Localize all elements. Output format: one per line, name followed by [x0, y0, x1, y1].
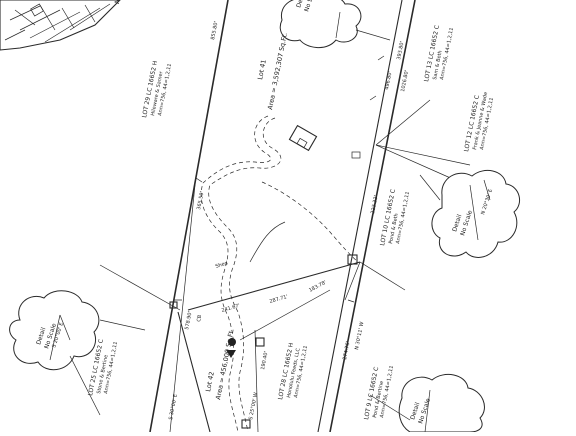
driveway-path: [200, 115, 359, 433]
corner-note: AP: [114, 0, 121, 4]
lot10-owner: Pond & Beth: [388, 213, 400, 245]
small-structure: [351, 151, 361, 159]
monument-box: [347, 254, 358, 265]
dist-855: 855.80': [210, 21, 219, 41]
detail-inner-lines: [49, 11, 491, 433]
bearing-lot42: S 25°00' W: [248, 392, 259, 421]
distance-labels: 855.80' 393.80' 496.80' 1026.80' 223.33'…: [51, 21, 494, 421]
detail-bubble-right: Detail No Scale: [431, 169, 521, 258]
lot-28-label: LOT 28 LC 16652 H Honolulu Feeds, LLC An…: [277, 342, 309, 400]
cb-label: CB: [196, 314, 203, 322]
location-marker: [226, 338, 236, 358]
bearing-n30: N 30°11' W: [354, 321, 365, 350]
detail-top-title: Detail: [295, 0, 307, 9]
detail-bubble-bottom: Detail No Scale: [398, 373, 485, 433]
dist-24167: 241.67': [221, 303, 241, 314]
lot41-name: Lot 41: [256, 59, 268, 81]
lot-29-label: LOT 29 LC 16652 H Hileware & Samer Ann=7…: [141, 60, 173, 118]
monument-box-4: [241, 419, 251, 429]
dist-393: 393.80': [396, 41, 405, 61]
dist-1026: 1026.80': [400, 70, 410, 93]
detail-bubble-left: Detail No Scale: [9, 290, 100, 371]
dist-57890: 578.90': [184, 311, 193, 331]
boundary-ticks: [174, 55, 385, 303]
lot41-area: Area = 3,592,307 Sq.Ft.: [266, 32, 289, 110]
lot-9-label: LOT 9 LC 16652 C Pond & Bertine Ann=756,…: [363, 365, 395, 420]
dist-28771: 287.71': [269, 294, 289, 305]
dist-36550: 365.50': [196, 191, 205, 211]
dist-27476: 274.76': [342, 341, 351, 361]
lot13-owner: Sam & Beth: [432, 50, 444, 80]
monument-box-2: [169, 301, 178, 309]
monument-box-3: [255, 337, 265, 347]
hatched-parcel: [0, 0, 121, 51]
lot-10-label: LOT 10 LC 16652 C Pond & Beth Ann=756, 4…: [379, 189, 411, 247]
dist-496: 496.80': [384, 71, 393, 91]
dist-223: 223.33': [370, 195, 379, 215]
lot42-name: Lot 42: [204, 371, 216, 393]
lot-12-label: LOT 12 LC 16652 C Frank & Jeanne & Wade …: [463, 91, 495, 152]
lot-41-label: Lot 41 Area = 3,592,307 Sq.Ft.: [256, 32, 289, 110]
main-boundaries: [99, 0, 471, 433]
bearing-s30: S 30°00' E: [168, 394, 179, 421]
dist-19040: 190.40': [260, 351, 269, 371]
detail-bubble-top: Detail No Scale: [279, 0, 362, 48]
shed-label: Shed: [215, 260, 229, 270]
dist-18378: 183.78': [308, 280, 327, 294]
building: [288, 124, 318, 152]
lot-13-label: LOT 13 LC 16652 C Sam & Beth Ann=756, 44…: [423, 25, 455, 83]
